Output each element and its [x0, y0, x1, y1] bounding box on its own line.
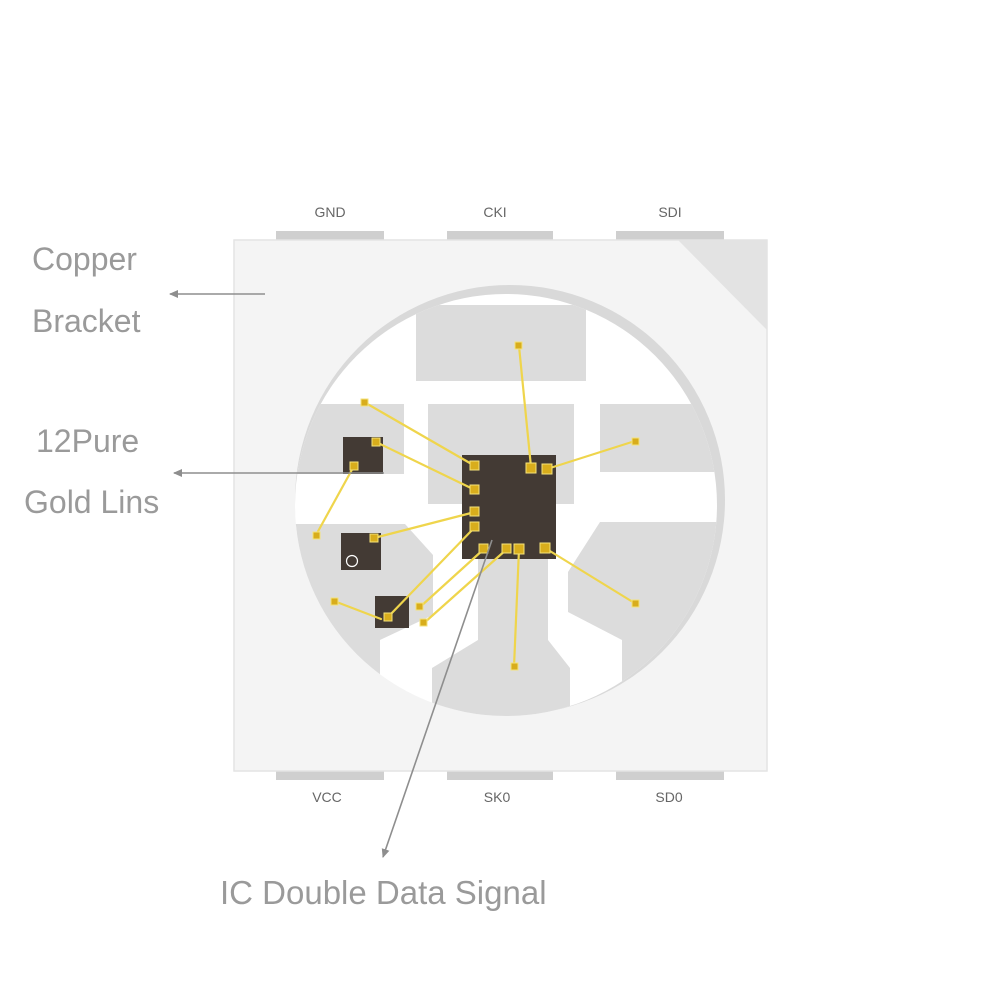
pin-label-sd0: SD0 — [655, 789, 682, 805]
bond-pads — [312, 341, 640, 671]
bond-pad — [369, 533, 379, 543]
ic-label: IC Double Data Signal — [220, 874, 547, 911]
bond-pad — [383, 612, 393, 622]
pin-one-marker — [678, 240, 767, 330]
callout-labels: Copper Bracket 12Pure Gold Lins IC Doubl… — [24, 241, 547, 911]
pin-gnd — [276, 231, 384, 240]
bond-pad — [539, 542, 551, 554]
wire — [374, 440, 477, 492]
pad-top — [416, 305, 586, 381]
wire — [543, 546, 638, 606]
wire — [422, 547, 509, 625]
bond-pad — [419, 618, 428, 627]
bond-pad — [330, 597, 339, 606]
bottom-pins — [276, 771, 724, 780]
pin-sdi — [616, 231, 724, 240]
gold-wires — [314, 344, 638, 669]
pin-label-sdi: SDI — [658, 204, 681, 220]
bond-pad — [469, 521, 480, 532]
wire — [512, 547, 521, 669]
wire — [517, 344, 533, 469]
bond-pad — [631, 437, 640, 446]
ic-arrow — [381, 539, 493, 858]
bond-pad — [541, 463, 553, 475]
pad-bottom — [432, 558, 570, 716]
pin-sk0 — [447, 771, 553, 780]
bond-pad — [631, 599, 640, 608]
wire — [545, 439, 637, 471]
copper-label-line1: Copper — [32, 241, 137, 277]
led-chip-middle-mark — [345, 554, 359, 568]
wire — [332, 599, 383, 621]
pin-label-vcc: VCC — [312, 789, 342, 805]
top-pins — [276, 231, 724, 240]
bond-pad — [510, 662, 519, 671]
callout-arrows — [169, 290, 493, 858]
gold-label-line2: Gold Lins — [24, 484, 159, 520]
pin-cki — [447, 231, 553, 240]
bond-pad — [469, 506, 480, 517]
bond-pad — [478, 543, 489, 554]
bond-pad — [525, 462, 537, 474]
bond-pad — [360, 398, 369, 407]
pin-sd0 — [616, 771, 724, 780]
wire — [372, 510, 477, 540]
bond-pad — [469, 484, 480, 495]
wire — [314, 464, 356, 537]
bond-pad — [469, 460, 480, 471]
bond-pad — [312, 531, 321, 540]
wire — [418, 547, 486, 609]
bond-pad — [371, 437, 381, 447]
bond-pad — [513, 543, 525, 555]
bond-pad — [349, 461, 359, 471]
bond-pad — [415, 602, 424, 611]
pin-vcc — [276, 771, 384, 780]
wire — [386, 525, 477, 619]
gold-label-line1: 12Pure — [36, 423, 139, 459]
bond-pad — [514, 341, 523, 350]
pin-label-sk0: SK0 — [484, 789, 511, 805]
pin-label-cki: CKI — [483, 204, 506, 220]
copper-label-line2: Bracket — [32, 303, 141, 339]
bond-pad — [501, 543, 512, 554]
wire — [362, 400, 477, 468]
pin-labels: GND CKI SDI VCC SK0 SD0 — [312, 204, 683, 805]
pin-label-gnd: GND — [314, 204, 345, 220]
